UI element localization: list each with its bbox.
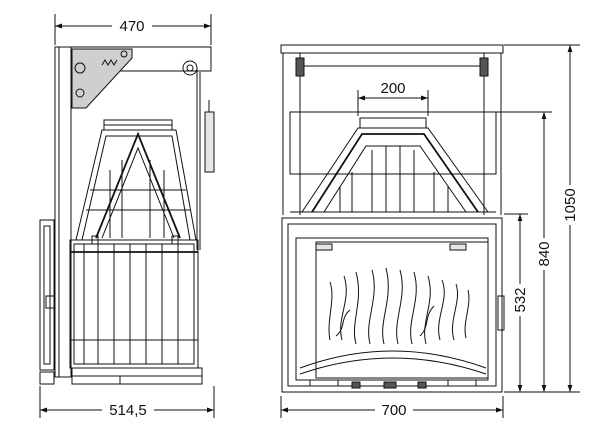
side-top-bracket [70,46,212,72]
front-hood [301,127,489,213]
dim-front-hood-height: 840 [536,241,553,266]
front-left-pulley [295,57,305,77]
side-counterweight [204,111,215,173]
front-view: 200 700 1050 840 532 [280,44,580,419]
side-hinge-plate [71,48,133,109]
front-hood-panel [289,111,497,175]
dim-front-flue: 200 [380,80,405,97]
front-flames [328,267,470,345]
side-door-handle [39,219,55,371]
dim-side-top: 470 [119,18,144,35]
dim-side-bottom: 514,5 [109,402,147,419]
front-top-rail [280,44,504,54]
side-back-frame [54,46,72,378]
side-pulley [182,60,198,76]
front-flue-collar [359,117,427,129]
front-door-glass [295,237,489,381]
dim-front-width: 700 [381,402,406,419]
dim-front-door-height: 532 [512,287,529,312]
front-door-frame [281,217,503,393]
side-hood [75,129,197,241]
front-ash-lip [299,350,487,369]
front-door-latch [497,295,505,331]
dim-front-total-height: 1050 [562,188,579,221]
front-right-pulley [479,57,489,77]
side-grate [69,239,199,369]
side-view: 470 514,5 [39,14,215,419]
